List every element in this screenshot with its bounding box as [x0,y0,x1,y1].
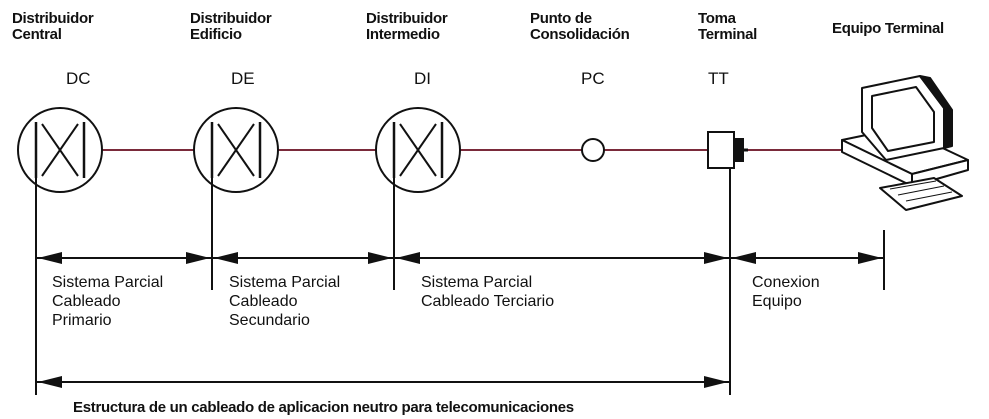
node-label-dc: Distribuidor Central [12,10,94,43]
diagram-caption: Estructura de un cableado de aplicacion … [73,399,574,416]
node-label-line: Terminal [698,26,758,43]
node-label-tt: Toma Terminal [698,11,757,43]
segment-label-secundario: Sistema Parcial Cableado Secundario [229,273,340,330]
outlet-jack-icon [707,131,748,169]
node-abbr-di: DI [414,69,431,88]
node-label-line: Central [12,26,62,43]
node-label-line: Punto de [530,10,592,27]
segment-label-line: Primario [52,312,112,329]
distributor-cross-icon [375,107,461,193]
node-label-line: Equipo Terminal [832,20,944,37]
segment-label-line: Sistema Parcial [421,274,533,291]
node-label-line: Distribuidor [190,10,272,27]
node-label-pc: Punto de Consolidación [530,10,630,43]
node-abbr-tt: TT [708,69,729,88]
node-label-line: Consolidación [530,26,630,43]
node-abbr-de: DE [231,69,255,88]
node-label-line: Intermedio [366,26,440,43]
segment-label-line: Conexion [752,274,820,291]
segment-label-line: Cableado [52,293,121,310]
node-abbr-dc: DC [66,69,91,88]
segment-label-terciario: Sistema Parcial Cableado Terciario [421,273,554,311]
distributor-cross-icon [17,107,103,193]
node-label-line: Edificio [190,26,242,43]
node-label-line: Distribuidor [12,10,94,27]
node-label-line: Toma [698,10,736,27]
segment-label-line: Cableado Terciario [421,293,555,310]
node-label-de: Distribuidor Edificio [190,10,272,43]
segment-label-line: Cableado [229,293,298,310]
node-label-equipo: Equipo Terminal [832,21,944,37]
distributor-cross-icon [193,107,279,193]
segment-label-line: Sistema Parcial [229,274,341,291]
node-label-di: Distribuidor Intermedio [366,10,448,43]
node-label-line: Distribuidor [366,10,448,27]
consolidation-point-circle-icon [581,138,605,162]
segment-label-primario: Sistema Parcial Cableado Primario [52,273,163,330]
segment-label-line: Equipo [752,293,802,310]
node-abbr-pc: PC [581,69,605,88]
overall-arrowheads [38,376,728,388]
segment-arrowheads [38,252,882,264]
segment-label-line: Secundario [229,312,310,329]
computer-terminal-icon [841,75,969,211]
segment-label-line: Sistema Parcial [52,274,164,291]
segment-label-conexion: Conexion Equipo [752,273,820,311]
